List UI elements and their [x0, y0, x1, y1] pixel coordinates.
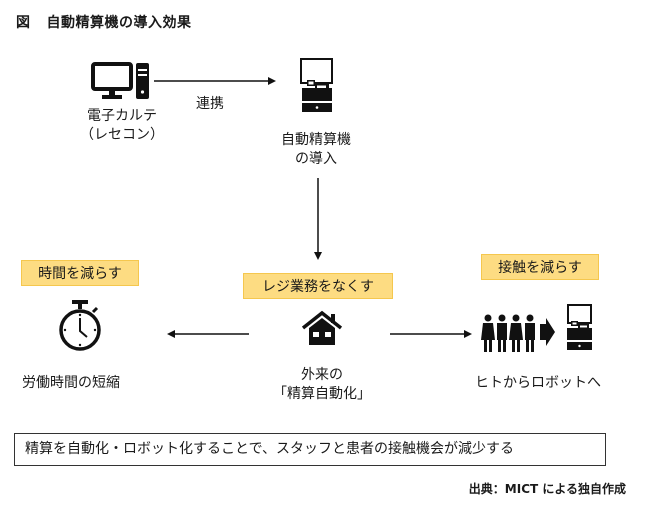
figure-label: 図	[16, 15, 31, 31]
link-label: 連携	[196, 96, 224, 112]
payment-kiosk-icon	[300, 58, 333, 112]
figure-title: 図自動精算機の導入効果	[16, 12, 192, 32]
arrow-left	[167, 330, 249, 338]
tag-reduce-time: 時間を減らす	[21, 260, 139, 286]
source-note: 出典：MICT による独自作成	[468, 482, 626, 496]
machine-label-line2: の導入	[295, 151, 337, 167]
kiosk-icon	[567, 304, 592, 350]
block-arrow-icon	[540, 318, 555, 346]
house-icon	[301, 310, 343, 345]
tag-no-register-work: レジ業務をなくす	[243, 273, 393, 299]
figure-title-text: 自動精算機の導入効果	[46, 15, 192, 31]
center-label-line1: 外来の	[301, 367, 343, 383]
emr-label-line2: （レセコン）	[80, 127, 164, 143]
arrow-down	[314, 178, 322, 260]
emr-label-line1: 電子カルテ	[87, 108, 157, 124]
center-label-line2: 「精算自動化」	[273, 386, 371, 402]
left-label: 労働時間の短縮	[22, 375, 120, 391]
arrow-link	[154, 77, 276, 85]
emr-label: 電子カルテ （レセコン）	[72, 107, 172, 145]
arrow-right	[390, 330, 472, 338]
tag-reduce-contact: 接触を減らす	[481, 254, 599, 280]
people-icon	[481, 314, 535, 352]
stopwatch-icon	[59, 300, 101, 351]
people-to-kiosk-icon	[481, 304, 592, 352]
machine-label-line1: 自動精算機	[281, 132, 351, 148]
center-label: 外来の 「精算自動化」	[272, 366, 372, 404]
summary-box: 精算を自動化・ロボット化することで、スタッフと患者の接触機会が減少する	[14, 433, 606, 466]
desktop-computer-icon	[91, 62, 149, 99]
machine-label: 自動精算機 の導入	[266, 131, 366, 169]
right-label: ヒトからロボットへ	[475, 375, 601, 391]
